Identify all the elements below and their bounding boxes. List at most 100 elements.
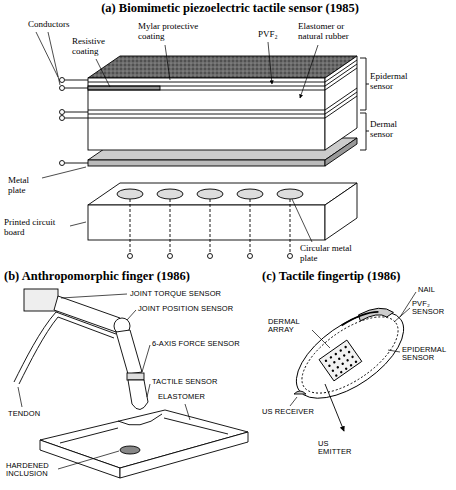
leader-line <box>127 310 136 320</box>
elastomer-dip <box>118 414 162 425</box>
sensor-stack <box>60 56 370 259</box>
lead <box>170 199 171 253</box>
wire <box>65 163 88 164</box>
left-terminals <box>60 78 65 166</box>
leader-line <box>290 397 297 406</box>
part-label: 6-AXIS FORCE SENSOR <box>152 340 240 348</box>
part-label: TENDON <box>8 410 40 418</box>
force-sensor <box>127 373 144 380</box>
terminal <box>128 254 133 259</box>
part-label: Mylar protective coating <box>138 22 208 42</box>
part-label: JOINT POSITION SENSOR <box>138 305 233 313</box>
terminal <box>60 78 65 83</box>
leader-arrow <box>300 45 318 98</box>
bracket <box>360 58 369 110</box>
part-label: Resistive coating <box>72 37 116 57</box>
terminal <box>60 86 65 91</box>
layer-lines <box>88 60 357 118</box>
plate-leads <box>130 199 290 253</box>
terminal <box>60 161 65 166</box>
leader-line <box>61 294 127 298</box>
layer <box>88 90 325 91</box>
dermal-array-frame <box>319 340 362 381</box>
part-label: Printed circuit board <box>4 218 70 238</box>
layer <box>325 96 357 118</box>
part-label: EPIDERMAL SENSOR <box>402 346 448 363</box>
elastomer-surface <box>60 418 228 443</box>
part-label: Circular metal plate <box>300 244 364 264</box>
part-label: Dermal sensor <box>370 120 416 140</box>
circular-plate <box>277 189 303 199</box>
lead <box>290 199 291 253</box>
part-label: ELASTOMER <box>158 393 205 401</box>
bracket <box>360 113 369 150</box>
leader-line <box>165 45 170 80</box>
leader-line <box>388 350 400 352</box>
conductor-wires <box>65 80 88 163</box>
layer <box>325 92 357 114</box>
us-receiver <box>294 391 306 394</box>
layer <box>88 110 325 111</box>
layer <box>325 68 357 90</box>
layer <box>88 82 325 83</box>
leader-line <box>70 222 86 226</box>
taxel <box>336 366 339 369</box>
metal-plate-front <box>88 160 325 166</box>
leader-line <box>147 384 150 397</box>
lead <box>210 199 211 253</box>
fingertip-body <box>282 295 418 415</box>
middle-link <box>116 330 142 374</box>
part-label: DERMAL ARRAY <box>268 318 308 335</box>
leader-arrow <box>268 42 272 84</box>
taxel <box>354 360 357 363</box>
taxel <box>344 367 347 370</box>
pcb-side <box>325 183 357 240</box>
leader-line <box>42 167 86 178</box>
circular-plate <box>117 189 143 199</box>
taxel <box>341 362 344 365</box>
taxel <box>339 349 342 352</box>
fingertip-outline <box>282 295 418 415</box>
finger <box>14 289 248 478</box>
part-label: JOINT TORQUE SENSOR <box>130 290 221 298</box>
leader-line <box>18 387 22 407</box>
part-label: Elastomer or natural rubber <box>298 22 362 42</box>
taxel <box>344 345 347 348</box>
wire <box>65 118 88 119</box>
lead <box>250 199 251 253</box>
part-label: PVF₂ SENSOR <box>412 300 450 317</box>
wire <box>65 80 88 81</box>
panel-title: (b) Anthropomorphic finger (1986) <box>4 270 190 284</box>
circular-plate <box>197 189 223 199</box>
inclusion <box>120 446 140 454</box>
slab-front <box>40 440 120 478</box>
taxel <box>343 354 346 357</box>
leader-line <box>48 32 60 85</box>
block-top <box>88 56 357 78</box>
leader-line <box>142 345 150 372</box>
taxel <box>335 374 338 377</box>
taxel <box>328 364 331 367</box>
taxel <box>351 355 354 358</box>
circular-plates <box>117 189 303 199</box>
leader-line <box>36 32 58 77</box>
taxel <box>340 370 343 373</box>
terminal <box>208 254 213 259</box>
leader-line <box>96 59 110 87</box>
leader-lines-c <box>290 292 416 406</box>
part-label: PVF₂ <box>258 30 278 40</box>
resistive-strip <box>88 86 160 90</box>
epidermal-layer <box>290 302 410 407</box>
layer <box>325 64 357 86</box>
us-emitter-beam <box>325 384 344 431</box>
leader-line <box>58 451 119 469</box>
circular-plate <box>157 189 183 199</box>
tendon <box>19 317 114 384</box>
terminal <box>60 110 65 115</box>
terminal <box>60 116 65 121</box>
terminal <box>248 254 253 259</box>
panel-title: (a) Biomimetic piezoelectric tactile sen… <box>2 2 456 16</box>
layer <box>88 114 325 115</box>
